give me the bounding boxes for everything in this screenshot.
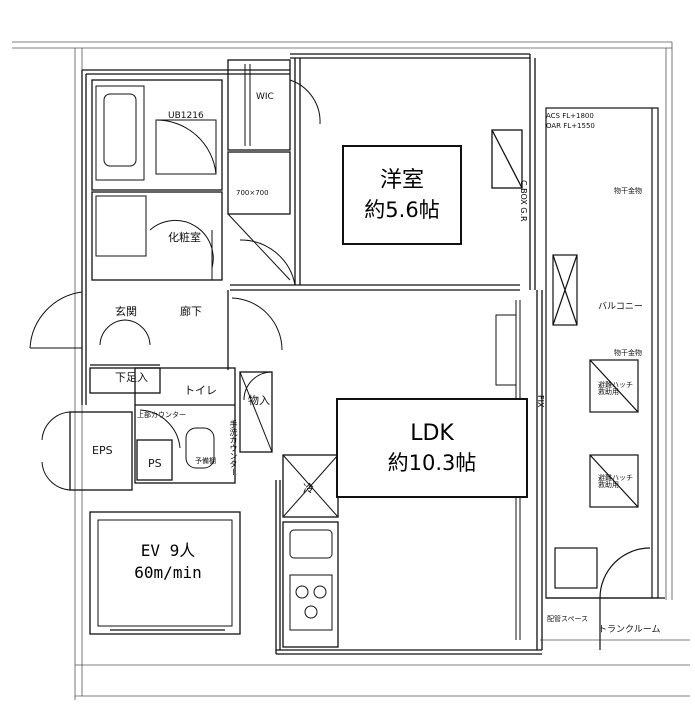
escape-hatch-2-label: 避難ハッチ 救助用 [598, 474, 633, 489]
ldk-label-box: LDK 約10.3帖 [336, 398, 528, 498]
toilet-label: トイレ [184, 384, 217, 397]
powder-room-label: 化粧室 [168, 231, 201, 244]
elevator-label: EV 9人 60m/min [118, 540, 218, 585]
acs-label: ACS FL+1800 [546, 112, 594, 120]
ps-label: PS [148, 457, 162, 470]
unit-bath [91, 79, 223, 191]
escape-hatch-1-label: 避難ハッチ 救助用 [598, 381, 633, 396]
ub-label: UB1216 [168, 111, 204, 121]
eps-area [41, 411, 133, 491]
toilet-room [134, 367, 273, 484]
drying-hardware-1-label: 物干金物 [614, 187, 642, 195]
trunk-room-label: トランクルーム [598, 625, 661, 635]
wic-label: WIC [256, 92, 274, 102]
eps-label: EPS [92, 444, 113, 457]
oar-label: OAR FL+1550 [546, 122, 595, 130]
reserve-label: 予備棚 [195, 457, 216, 465]
hallway-label: 廊下 [180, 305, 202, 318]
elevator-capacity: EV 9人 [140, 541, 196, 560]
powder-room [91, 191, 223, 281]
toilet-side-label: 手洗カウンター [229, 420, 238, 476]
wic-area [227, 59, 321, 281]
elevator-shaft [89, 511, 241, 635]
ldk-area: 約10.3帖 [387, 450, 477, 475]
cbox-label: C.BOX G.R [519, 180, 528, 222]
storage-label: 物入 [248, 394, 270, 407]
upper-counter-label: 上部カウンター [137, 411, 186, 419]
ldk-name: LDK [410, 420, 454, 446]
balcony [545, 107, 665, 650]
exterior-walls [81, 53, 543, 655]
entrance-walls [29, 285, 283, 405]
western-room-walls [230, 58, 523, 291]
fix-label: FIX [536, 395, 545, 408]
fridge-label: 冷 [303, 482, 314, 495]
entrance-label: 玄関 [115, 305, 137, 318]
western-room-name: 洋室 [379, 167, 424, 193]
balcony-label: バルコニー [598, 302, 643, 312]
shoe-storage-label: 下足入 [115, 371, 148, 384]
kitchen [282, 454, 339, 648]
piping-space-label: 配管スペース [547, 615, 589, 623]
drying-hardware-2-label: 物干金物 [614, 349, 642, 357]
western-room-area: 約5.6帖 [364, 197, 440, 222]
shower-label: 700×700 [236, 189, 269, 197]
outer-frame [12, 41, 690, 700]
elevator-speed: 60m/min [134, 563, 202, 583]
western-room-label-box: 洋室 約5.6帖 [342, 145, 462, 245]
